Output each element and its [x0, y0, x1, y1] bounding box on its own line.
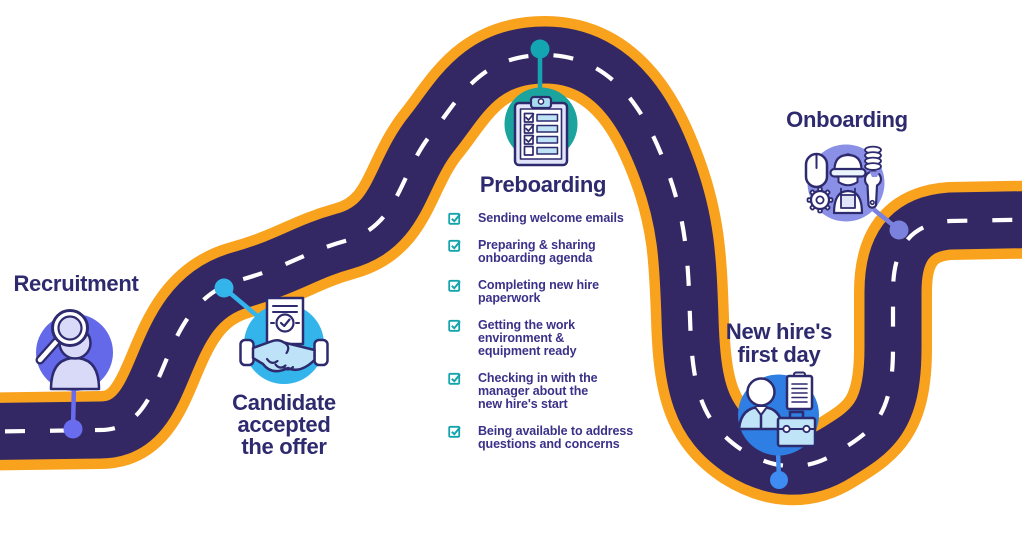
task-item: Being available to address questions and…: [448, 425, 633, 451]
task-item: Checking in with the manager about the n…: [448, 372, 633, 411]
candidate-title: Candidate accepted the offer: [232, 390, 336, 459]
task-label: Preparing & sharing onboarding agenda: [478, 238, 596, 265]
task-item: Completing new hire paperwork: [448, 279, 633, 305]
employee-briefcase-icon: [737, 371, 817, 448]
onboarding-title: Onboarding: [786, 107, 908, 132]
clipboard-checklist-icon: [513, 95, 569, 167]
preboarding-task-list: Sending welcome emails Preparing & shari…: [448, 212, 633, 451]
magnifier-person-icon: [35, 309, 101, 391]
new-hire-title: New hire's first day: [725, 319, 833, 367]
task-label: Being available to address questions and…: [478, 424, 634, 451]
preboarding-title: Preboarding: [479, 172, 607, 197]
handshake-document-icon: [239, 296, 329, 373]
recruitment-marker-dot: [63, 419, 83, 439]
task-label: Checking in with the manager about the n…: [478, 371, 598, 411]
candidate-marker-dot: [214, 278, 234, 298]
worker-tools-icon: [804, 145, 883, 215]
preboarding-marker-dot: [530, 39, 550, 59]
task-item: Sending welcome emails: [448, 212, 633, 225]
checkbox-icon: [448, 425, 461, 438]
task-label: Getting the work environment & equipment…: [478, 318, 577, 358]
task-item: Preparing & sharing onboarding agenda: [448, 239, 633, 265]
checkbox-icon: [448, 212, 461, 225]
task-label: Completing new hire paperwork: [478, 278, 600, 305]
checkbox-icon: [448, 279, 461, 292]
new-hire-marker-dot: [770, 471, 788, 489]
checkbox-icon: [448, 319, 461, 332]
task-item: Getting the work environment & equipment…: [448, 319, 633, 358]
checkbox-icon: [448, 239, 461, 252]
checkbox-icon: [448, 372, 461, 385]
recruitment-title: Recruitment: [13, 271, 139, 296]
road-centerline: [0, 52, 1022, 469]
onboarding-marker-dot: [889, 220, 909, 240]
task-label: Sending welcome emails: [478, 211, 624, 225]
